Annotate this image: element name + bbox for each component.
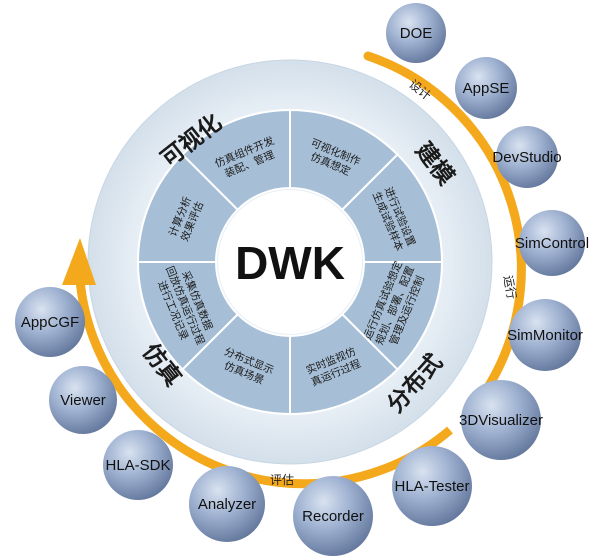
tool-label-hla-sdk: HLA-SDK: [105, 457, 170, 474]
tool-label-3dvisualizer: 3DVisualizer: [459, 412, 543, 429]
tool-ball-3dvisualizer[interactable]: [461, 380, 541, 460]
tool-label-appse: AppSE: [463, 80, 510, 97]
tool-ball-analyzer[interactable]: [189, 466, 265, 542]
center-label: DWK: [235, 237, 345, 289]
tool-label-viewer: Viewer: [60, 392, 106, 409]
tool-ball-appse[interactable]: [455, 57, 517, 119]
tool-ball-hla-tester[interactable]: [392, 446, 472, 526]
evaluate-arrow-head: [62, 238, 96, 285]
tool-label-devstudio: DevStudio: [492, 149, 561, 166]
segment-ring: 可视化制作仿真想定进行试验设置生成试验样本运行仿真试验想定规划、部署、配置管理及…: [136, 108, 444, 416]
tool-label-simmonitor: SimMonitor: [507, 327, 583, 344]
tool-label-doe: DOE: [400, 25, 433, 42]
tool-ball-recorder[interactable]: [293, 476, 373, 556]
tool-ball-simmonitor[interactable]: [509, 299, 581, 371]
tool-label-recorder: Recorder: [302, 508, 364, 525]
tool-label-simcontrol: SimControl: [515, 235, 589, 252]
tool-label-hla-tester: HLA-Tester: [394, 478, 469, 495]
arc-label-run: 运行: [501, 274, 519, 300]
tool-ball-appcgf[interactable]: [15, 287, 85, 357]
center-circle: [218, 190, 362, 334]
tool-label-analyzer: Analyzer: [198, 496, 256, 513]
arc-label-evaluate: 评估: [270, 473, 294, 487]
tool-ball-doe[interactable]: [386, 3, 446, 63]
tool-label-appcgf: AppCGF: [21, 314, 79, 331]
arc-label-design: 设计: [406, 77, 434, 103]
tool-ball-devstudio[interactable]: [496, 126, 558, 188]
tool-ball-hla-sdk[interactable]: [103, 430, 173, 500]
design-run-arc: [363, 51, 526, 407]
tool-ball-viewer[interactable]: [49, 366, 117, 434]
segment-7: [181, 108, 291, 212]
tool-ball-simcontrol[interactable]: [519, 210, 585, 276]
